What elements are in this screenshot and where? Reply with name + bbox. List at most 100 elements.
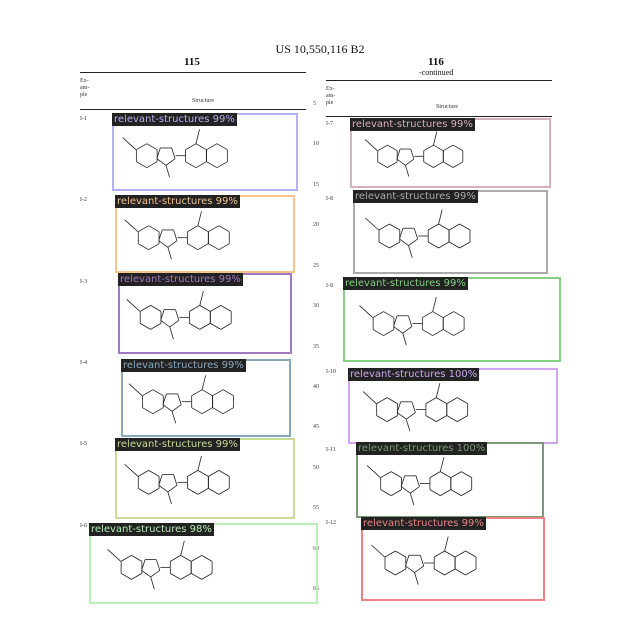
bond-line — [219, 244, 229, 250]
bond-line — [166, 159, 175, 166]
bond-line — [466, 551, 476, 557]
bond-line — [125, 220, 138, 232]
bond-line — [424, 162, 434, 168]
bond-line — [377, 416, 387, 422]
bond-line — [170, 320, 179, 327]
bond-line — [466, 569, 476, 575]
bond-line — [123, 138, 136, 150]
bond-line — [210, 305, 220, 311]
bond-line — [221, 305, 231, 311]
detection-box[interactable]: relevant-structures 99% — [350, 118, 551, 188]
bond-line — [405, 165, 408, 176]
bond-line — [424, 145, 434, 151]
detection-box[interactable]: relevant-structures 99% — [118, 273, 292, 354]
bond-line — [198, 226, 208, 232]
left-page-number: 115 — [184, 56, 200, 68]
bond-line — [405, 566, 414, 573]
detection-box[interactable]: relevant-structures 99% — [112, 113, 298, 191]
bond-line — [198, 488, 208, 494]
bond-line — [174, 475, 177, 486]
bond-line — [406, 419, 410, 431]
detection-box[interactable]: relevant-structures 99% — [361, 517, 545, 601]
molecule-structure — [91, 525, 316, 602]
detection-box[interactable]: relevant-structures 99% — [353, 190, 548, 274]
detection-box[interactable]: relevant-structures 99% — [115, 438, 295, 519]
bond-line — [451, 472, 461, 478]
bond-line — [187, 226, 197, 232]
bond-line — [208, 244, 218, 250]
bond-line — [153, 390, 163, 396]
bond-line — [191, 555, 201, 561]
detection-box[interactable]: relevant-structures 100% — [348, 368, 558, 444]
bond-line — [406, 413, 415, 420]
bond-line — [408, 316, 411, 327]
bond-line — [159, 485, 168, 492]
bond-line — [415, 573, 419, 585]
bond-line — [147, 144, 157, 150]
bond-line — [409, 246, 413, 258]
line-number: 15 — [313, 182, 319, 188]
bond-line — [181, 573, 191, 579]
left-structure-header: Structure — [192, 98, 214, 104]
bond-line — [151, 570, 160, 577]
bond-line — [156, 560, 159, 571]
bond-line — [168, 241, 177, 248]
bond-line — [223, 390, 233, 396]
bond-line — [208, 226, 218, 232]
bond-line — [401, 487, 410, 494]
bond-line — [433, 312, 443, 318]
bond-line — [157, 159, 166, 166]
bond-line — [138, 470, 148, 476]
bond-line — [121, 573, 131, 579]
detection-box[interactable]: relevant-structures 100% — [356, 442, 544, 518]
bond-line — [445, 537, 449, 551]
bond-line — [186, 162, 196, 168]
continued-label: -continued — [419, 68, 453, 77]
bond-line — [378, 162, 388, 168]
bond-line — [121, 555, 131, 561]
bond-line — [168, 485, 177, 492]
bond-line — [389, 242, 399, 248]
bond-line — [426, 416, 436, 422]
bond-line — [403, 327, 412, 334]
line-number: 40 — [313, 384, 319, 390]
molecule-structure — [117, 197, 293, 271]
bond-line — [189, 323, 199, 329]
bond-line — [381, 490, 391, 496]
bond-line — [138, 488, 148, 494]
example-id: I-11 — [326, 447, 336, 453]
bond-line — [198, 456, 202, 470]
bond-line — [161, 320, 170, 327]
bond-line — [436, 383, 440, 397]
example-id: I-12 — [326, 520, 336, 526]
bond-line — [125, 464, 138, 476]
detection-box[interactable]: relevant-structures 99% — [115, 195, 295, 273]
bond-line — [443, 162, 453, 168]
bond-line — [384, 312, 394, 318]
bond-line — [371, 545, 384, 557]
bond-line — [379, 242, 389, 248]
bond-line — [196, 129, 200, 143]
bond-line — [461, 490, 471, 496]
bond-line — [389, 224, 399, 230]
bond-line — [397, 159, 406, 165]
bond-line — [219, 470, 229, 476]
detection-box[interactable]: relevant-structures 99% — [121, 359, 291, 437]
bond-line — [440, 472, 450, 478]
line-number: 55 — [313, 505, 319, 511]
bond-line — [454, 330, 464, 336]
bond-line — [192, 390, 202, 396]
bond-line — [108, 549, 121, 561]
bond-line — [377, 398, 387, 404]
bond-line — [223, 408, 233, 414]
bond-line — [373, 330, 383, 336]
bond-line — [170, 555, 180, 561]
detection-box[interactable]: relevant-structures 98% — [89, 523, 318, 604]
bond-line — [207, 162, 217, 168]
bond-line — [142, 408, 152, 414]
bond-line — [186, 144, 196, 150]
bond-line — [198, 470, 208, 476]
detection-box[interactable]: relevant-structures 99% — [343, 277, 561, 362]
bond-line — [385, 551, 395, 557]
left-example-header: Ex- am- ple — [80, 78, 89, 99]
